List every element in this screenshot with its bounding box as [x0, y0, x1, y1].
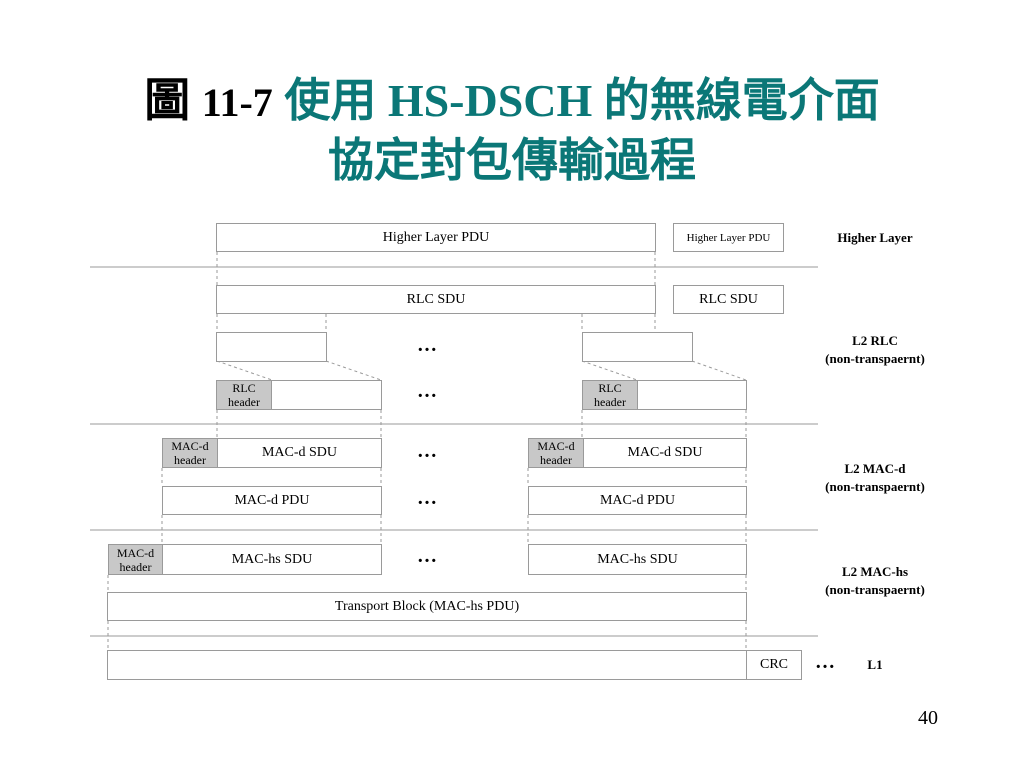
layer-label-l2machs: L2 MAC-hs (non-transpaernt)	[805, 563, 945, 599]
layer-label-l1: L1	[867, 657, 883, 672]
macd-header-box: MAC-d header	[528, 438, 584, 468]
ellipsis: …	[417, 380, 438, 402]
machs-header-box: MAC-d header	[108, 544, 163, 575]
connector	[325, 360, 382, 381]
higher-layer-pdu-small-box: Higher Layer PDU	[673, 223, 784, 252]
macd-pdu-box: MAC-d PDU	[162, 486, 382, 515]
ellipsis: …	[815, 651, 836, 673]
l1-block-box	[107, 650, 747, 680]
title-text-c: 的無線電介面	[592, 75, 880, 126]
layer-label-l2machs-title: L2 MAC-hs	[841, 564, 909, 579]
crc-box: CRC	[746, 650, 802, 680]
ellipsis: …	[417, 334, 438, 356]
title-text-b: HS-DSCH	[387, 75, 593, 126]
macd-sdu-box: MAC-d SDU	[583, 438, 747, 468]
title-text-a: 使用	[284, 75, 388, 126]
rlc-payload-box	[637, 380, 747, 410]
machs-sdu-box: MAC-hs SDU	[528, 544, 747, 575]
layer-label-higher: Higher Layer	[837, 230, 913, 245]
rlc-header-box: RLC header	[216, 380, 272, 410]
layer-label-l2rlc: L2 RLC (non-transpaernt)	[805, 332, 945, 368]
rlc-sdu-small-box: RLC SDU	[673, 285, 784, 314]
ellipsis: …	[417, 440, 438, 462]
connector	[216, 360, 273, 381]
connector	[691, 360, 747, 381]
rlc-header-box: RLC header	[582, 380, 638, 410]
figure-number: 11-7	[201, 80, 273, 125]
macd-header-box: MAC-d header	[162, 438, 218, 468]
rlc-sdu-box: RLC SDU	[216, 285, 656, 314]
macd-pdu-box: MAC-d PDU	[528, 486, 747, 515]
rlc-payload-box	[271, 380, 382, 410]
ellipsis: …	[417, 545, 438, 567]
higher-layer-pdu-box: Higher Layer PDU	[216, 223, 656, 252]
rlc-segment-box	[216, 332, 327, 362]
layer-label-l2machs-sub: (non-transpaernt)	[825, 582, 925, 597]
title-line-1: 圖 11-7 使用 HS-DSCH 的無線電介面	[0, 72, 1024, 132]
ellipsis: …	[417, 487, 438, 509]
layer-label-l2rlc-sub: (non-transpaernt)	[825, 351, 925, 366]
layer-label-l2macd-sub: (non-transpaernt)	[825, 479, 925, 494]
rlc-segment-box	[582, 332, 693, 362]
connector	[581, 360, 638, 381]
layer-label-l2rlc-title: L2 RLC	[852, 333, 898, 348]
slide-title: 圖 11-7 使用 HS-DSCH 的無線電介面 協定封包傳輸過程	[0, 72, 1024, 190]
machs-sdu-box: MAC-hs SDU	[162, 544, 382, 575]
transport-block-box: Transport Block (MAC-hs PDU)	[107, 592, 747, 621]
layer-label-l2macd-title: L2 MAC-d	[844, 461, 906, 476]
page-number: 40	[918, 707, 938, 729]
layer-label-l2macd: L2 MAC-d (non-transpaernt)	[805, 460, 945, 496]
title-line-2: 協定封包傳輸過程	[328, 135, 696, 186]
figure-label: 圖	[144, 75, 191, 126]
macd-sdu-box: MAC-d SDU	[217, 438, 382, 468]
